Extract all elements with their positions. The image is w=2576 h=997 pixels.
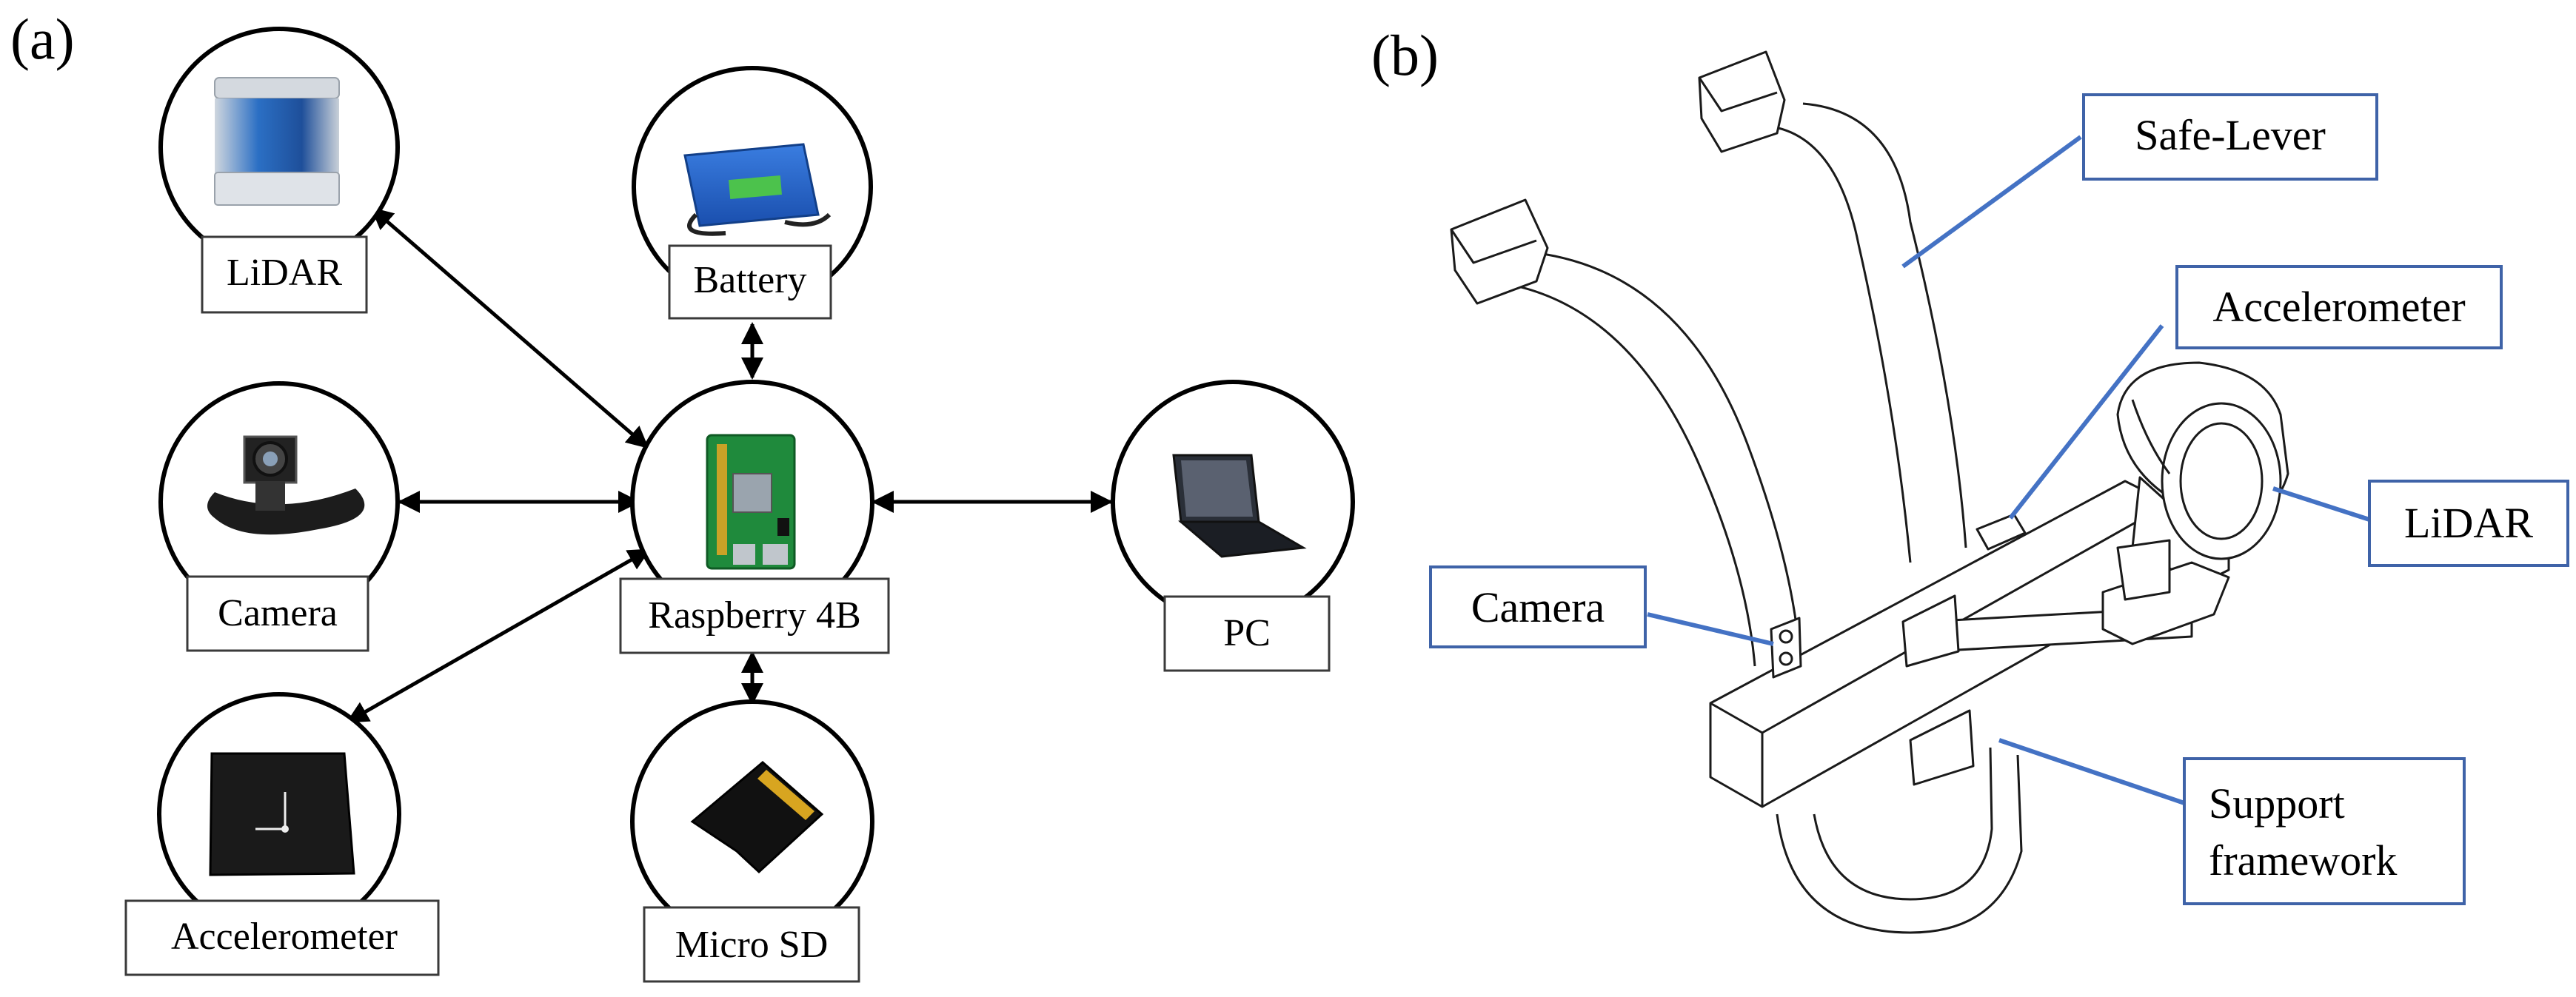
camera-label: Camera — [218, 592, 338, 634]
support-loop-inner — [1813, 747, 1993, 901]
raspberry-label-box — [619, 577, 890, 654]
left-lever-tube-inner — [1525, 250, 1801, 652]
bracket-upper — [1901, 594, 1960, 668]
lidar-label-box — [201, 235, 368, 314]
lidar-icon — [214, 77, 340, 206]
battery-icon — [683, 143, 832, 236]
callout-lidar: LiDAR — [2368, 480, 2569, 567]
callout-camera-label: Camera — [1471, 583, 1605, 631]
accelerometer-block — [1976, 513, 2027, 551]
node-pc: PC — [1111, 380, 1355, 672]
left-lever-handle-edge — [1450, 229, 1537, 264]
leader-camera — [1647, 612, 1774, 646]
left-lever-tube-outer — [1488, 280, 1756, 667]
lidar-label: LiDAR — [227, 252, 342, 294]
camera-mount — [1770, 617, 1802, 679]
callout-safe-lever: Safe-Lever — [2082, 93, 2378, 181]
camera-icon — [207, 435, 365, 535]
node-lidar: LiDAR — [158, 27, 400, 314]
accelerometer-label-box — [124, 899, 440, 976]
callout-accelerometer: Accelerometer — [2175, 265, 2503, 349]
node-battery: Battery — [632, 66, 873, 320]
right-lever-handle — [1698, 50, 1786, 153]
node-camera: Camera — [158, 381, 400, 652]
battery-label: Battery — [693, 259, 806, 301]
node-microsd: Micro SD — [630, 699, 874, 983]
node-accelerometer: Accelerometer — [124, 692, 440, 976]
camera-label-box — [186, 575, 369, 652]
pc-label-box — [1163, 595, 1331, 672]
callout-leaders — [1647, 135, 2370, 805]
callout-accelerometer-label: Accelerometer — [2212, 283, 2465, 331]
camera-mount-hole-upper — [1779, 629, 1793, 644]
camera-mount-hole-lower — [1779, 651, 1793, 666]
imu-icon — [209, 752, 355, 876]
microsd-label: Micro SD — [675, 924, 829, 966]
callout-support-framework: Support framework — [2183, 757, 2466, 905]
battery-label-box — [668, 244, 832, 320]
device-sketch — [1450, 50, 2289, 934]
microsd-label-box — [643, 906, 860, 983]
raspberry-label: Raspberry 4B — [648, 594, 860, 637]
left-lever-handle — [1450, 198, 1549, 305]
leader-lidar — [2272, 486, 2370, 522]
callout-lidar-label: LiDAR — [2404, 499, 2533, 547]
lidar-stand-neck — [2116, 539, 2171, 601]
panel-b-label: (b) — [1371, 23, 1439, 87]
leader-safe-lever — [1901, 135, 2082, 269]
accelerometer-label: Accelerometer — [171, 916, 398, 958]
callout-safe-lever-label: Safe-Lever — [2135, 111, 2326, 159]
right-lever-handle-edge — [1698, 77, 1778, 113]
leader-support — [1998, 738, 2185, 805]
connections — [346, 207, 1113, 724]
callout-support-line1: Support — [2209, 779, 2345, 828]
node-raspberry: Raspberry 4B — [619, 380, 890, 654]
laptop-icon — [1172, 454, 1307, 558]
callout-support-line2: framework — [2209, 836, 2397, 884]
raspberry-pi-icon — [706, 434, 796, 570]
right-lever-tube-inner — [1802, 102, 1967, 548]
leader-accelerometer — [2008, 324, 2164, 520]
callout-camera: Camera — [1429, 565, 1647, 648]
pc-label: PC — [1223, 612, 1271, 654]
arrow-lidar-raspberry — [370, 207, 649, 449]
support-loop-outer — [1776, 754, 2023, 934]
panel-a-label: (a) — [10, 7, 75, 71]
microsd-icon — [690, 761, 824, 874]
bracket-lower — [1909, 709, 1975, 786]
right-lever-tube-outer — [1765, 124, 1912, 563]
arrow-accelerometer-raspberry — [346, 548, 651, 724]
